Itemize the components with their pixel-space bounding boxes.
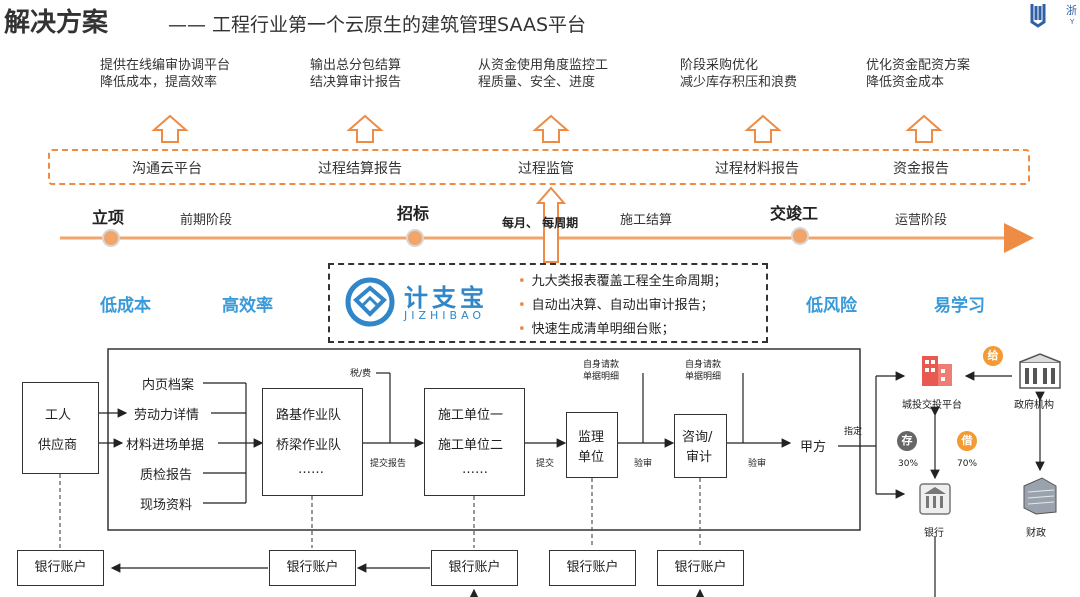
borrow-percent: 70% xyxy=(957,459,978,469)
platform-label: 城投交投平台 xyxy=(902,400,962,411)
benefit-5: 优化资金配资方案降低资金成本 xyxy=(866,58,971,90)
borrow-badge: 借 xyxy=(957,431,977,451)
submit-label: 提交 xyxy=(536,459,555,469)
contractor-item: 施工单位二 xyxy=(438,438,504,453)
benefit-3: 从资金使用角度监控工程质量、安全、进度 xyxy=(478,58,609,90)
contractors-box xyxy=(424,388,525,496)
give-badge: 给 xyxy=(983,346,1003,366)
product-name: 计支宝 xyxy=(404,284,488,312)
milestone-bidding: 招标 xyxy=(397,204,430,223)
team-item: 路基作业队 xyxy=(276,408,342,423)
jizhibao-logo-icon xyxy=(345,277,395,327)
supervisor-label: 单位 xyxy=(578,450,605,465)
deposit-percent: 30% xyxy=(898,459,919,469)
consult-label: 咨询/ xyxy=(682,430,713,445)
source-box xyxy=(22,382,99,474)
self-pay-label: 自身请款 xyxy=(583,360,620,370)
submit-report-label: 提交报告 xyxy=(370,459,407,469)
bank-account-box: 银行账户 xyxy=(657,550,744,586)
consult-label: 审计 xyxy=(686,450,713,465)
supervisor-label: 监理 xyxy=(578,430,605,445)
product-bullet: •快速生成清单明细台账； xyxy=(518,322,675,337)
self-pay-label: 单据明细 xyxy=(685,372,722,382)
team-item: …… xyxy=(298,462,324,477)
milestone-project-approval: 立项 xyxy=(92,208,125,227)
deposit-badge: 存 xyxy=(897,431,917,451)
self-pay-label: 自身请款 xyxy=(685,360,722,370)
report-bar-item: 沟通云平台 xyxy=(132,161,202,177)
treasury-label: 财政 xyxy=(1026,528,1046,539)
bank-account-box: 银行账户 xyxy=(549,550,636,586)
svg-text:Y: Y xyxy=(1069,18,1075,26)
phase-pre: 前期阶段 xyxy=(180,213,233,228)
contractor-item: 施工单位一 xyxy=(438,408,504,423)
report-bar xyxy=(48,149,1030,185)
svg-text:浙: 浙 xyxy=(1066,4,1077,17)
bank-account-box: 银行账户 xyxy=(269,550,356,586)
timeline-dot xyxy=(791,227,809,245)
benefit-4: 阶段采购优化减少库存积压和浪费 xyxy=(680,58,798,90)
feature-low-risk: 低风险 xyxy=(806,296,857,316)
timeline-dot xyxy=(406,229,424,247)
benefit-2: 输出总分包结算结决算审计报告 xyxy=(310,58,402,90)
report-bar-item: 过程材料报告 xyxy=(715,161,799,177)
treasury-building-icon xyxy=(1023,477,1057,515)
company-logo-icon: 浙 Y xyxy=(1030,4,1077,28)
doc-item: 内页档案 xyxy=(142,378,195,393)
doc-item: 现场资料 xyxy=(140,498,193,513)
approve-label: 验审 xyxy=(748,459,767,469)
feature-low-cost: 低成本 xyxy=(100,296,151,316)
self-pay-label: 单据明细 xyxy=(583,372,620,382)
product-pinyin: JIZHIBAO xyxy=(404,309,486,322)
feature-easy-learn: 易学习 xyxy=(934,296,985,316)
up-arrow-icons xyxy=(151,114,943,143)
bank-account-box: 银行账户 xyxy=(17,550,104,586)
page-subtitle: —— 工程行业第一个云原生的建筑管理SAAS平台 xyxy=(168,14,587,36)
report-bar-item: 过程监管 xyxy=(518,161,574,177)
supervisor-box xyxy=(566,412,618,478)
bank-icon xyxy=(919,483,951,515)
cycle-label: 每月、 每周期 xyxy=(502,216,579,230)
doc-item: 质检报告 xyxy=(140,468,193,483)
consult-box xyxy=(674,414,727,478)
bank-account-box: 银行账户 xyxy=(431,550,518,586)
phase-construction: 施工结算 xyxy=(620,213,673,228)
source-worker: 工人 xyxy=(45,408,72,423)
page-title: 解决方案 xyxy=(4,8,109,38)
feature-high-efficiency: 高效率 xyxy=(222,296,273,316)
owner-label: 甲方 xyxy=(800,440,827,455)
report-bar-item: 资金报告 xyxy=(893,161,949,177)
source-supplier: 供应商 xyxy=(38,438,78,453)
teams-box xyxy=(262,388,363,496)
product-box xyxy=(328,263,768,343)
team-item: 桥梁作业队 xyxy=(276,438,342,453)
report-bar-item: 过程结算报告 xyxy=(318,161,402,177)
government-label: 政府机构 xyxy=(1014,400,1054,411)
contractor-item: …… xyxy=(462,462,488,477)
product-bullet: •自动出决算、自动出审计报告； xyxy=(518,298,714,313)
designate-label: 指定 xyxy=(844,427,863,437)
approve-label: 验审 xyxy=(634,459,653,469)
benefit-1: 提供在线编审协调平台降低成本，提高效率 xyxy=(100,58,231,90)
government-icon xyxy=(1019,353,1061,389)
timeline-dot xyxy=(102,229,120,247)
milestone-completion: 交竣工 xyxy=(770,204,819,223)
doc-item: 材料进场单据 xyxy=(126,438,205,453)
phase-operation: 运营阶段 xyxy=(895,213,948,228)
building-icon xyxy=(922,356,952,386)
tax-fee-label: 税/费 xyxy=(350,369,372,379)
product-bullet: •九大类报表覆盖工程全生命周期； xyxy=(518,274,727,289)
bank-label: 银行 xyxy=(924,528,944,539)
doc-item: 劳动力详情 xyxy=(134,408,200,423)
